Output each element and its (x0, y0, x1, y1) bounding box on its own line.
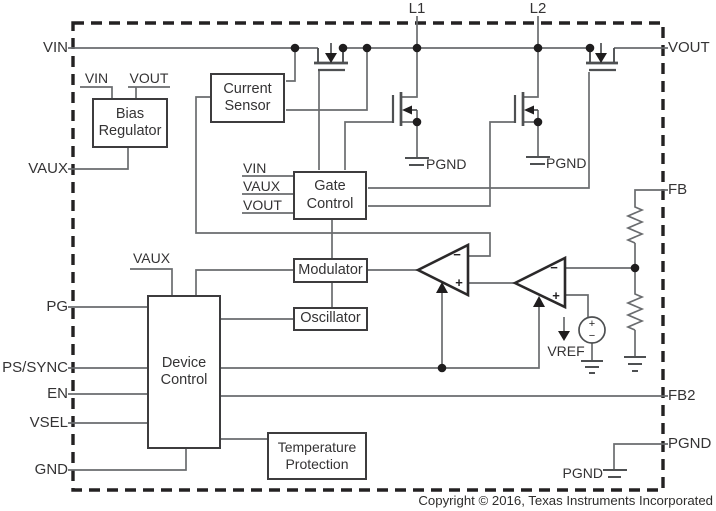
wire-device-vaux (130, 268, 173, 295)
bias-regulator-label-1: Bias (115, 105, 145, 122)
pin-fb: FB (668, 181, 688, 198)
copyright-notice: Copyright © 2016, Texas Instruments Inco… (418, 493, 713, 508)
wire-pgnd-pin (613, 443, 668, 469)
ground-fb-divider (624, 356, 646, 372)
vref-minus-sign: − (588, 330, 596, 342)
temperature-protection-label-2: Protection (285, 456, 349, 472)
device-control-label-1: Device (161, 354, 207, 371)
gate-input-vout: VOUT (243, 197, 282, 213)
wire-fetB-drain (401, 48, 418, 98)
comp2-plus-sign: + (552, 288, 560, 303)
vref-source (578, 316, 606, 344)
wire-fetC-source (523, 110, 539, 156)
pgnd-label-fetB: PGND (426, 156, 467, 172)
oscillator-label: Oscillator (300, 310, 361, 327)
fetB-low-side-switch (391, 92, 417, 126)
resistor-fb-top (625, 205, 645, 244)
wire-device-modulator (195, 269, 293, 295)
pin-vaux: VAUX (28, 160, 68, 177)
junction-dots (290, 43, 640, 373)
resistor-fb-bottom (625, 292, 645, 331)
pin-vout: VOUT (668, 39, 710, 56)
fetB-body-arrow (402, 105, 412, 115)
bias-input-vout: VOUT (129, 70, 169, 86)
pin-en: EN (47, 385, 68, 402)
wire-gate-control-inputs (242, 175, 293, 214)
ground-vref (581, 360, 603, 374)
wire-current-sense-tap1 (286, 48, 296, 82)
pin-fb2: FB2 (668, 387, 696, 404)
fetC-body-arrow (524, 105, 534, 115)
gate-control-block: Gate Control (293, 171, 367, 220)
wire-gnd-pin (68, 449, 187, 471)
bias-input-vin: VIN (84, 70, 109, 86)
current-sensor-label-2: Sensor (224, 98, 271, 114)
wire-fetC-gate (368, 121, 515, 207)
wire-vref-to-comp2 (565, 294, 589, 317)
pin-pssync: PS/SYNC (2, 359, 68, 376)
error-amplifier (512, 255, 567, 310)
wire-fetB-source (401, 110, 418, 157)
device-control-label-2: Control (160, 372, 208, 388)
pgnd-label-bottom: PGND (562, 465, 603, 481)
modulator-block: Modulator (293, 258, 368, 283)
vref-down-arrow (558, 331, 570, 341)
bias-regulator-label-2: Regulator (98, 123, 162, 139)
pin-pgnd: PGND (668, 435, 712, 452)
pin-l2: L2 (529, 0, 547, 17)
pin-l1: L1 (408, 0, 426, 17)
vref-label: VREF (547, 343, 585, 359)
gate-input-vin: VIN (243, 160, 267, 176)
pgnd-ground-fetB (405, 157, 429, 166)
temperature-protection-label-1: Temperature (277, 439, 357, 455)
fetA-body-diode (325, 53, 337, 63)
comp1-plus-sign: + (455, 275, 463, 290)
pwm-comparator (415, 242, 470, 298)
fetC-low-side-switch (513, 92, 538, 126)
gate-input-vaux: VAUX (243, 178, 281, 194)
bias-regulator-block: Bias Regulator (92, 98, 168, 148)
wire-fetB-gate (344, 121, 393, 170)
modulator-label: Modulator (298, 261, 363, 278)
fetD-body-diode (595, 53, 607, 63)
oscillator-block: Oscillator (293, 307, 368, 331)
pgnd-label-fetC: PGND (546, 155, 587, 171)
current-sensor-block: Current Sensor (210, 73, 285, 123)
device-input-vaux: VAUX (132, 250, 171, 266)
wire-fetD-gate (368, 72, 590, 189)
device-control-block: Device Control (147, 295, 221, 449)
gate-control-label-2: Control (306, 195, 354, 212)
wire-device-comparators (221, 290, 540, 369)
pgnd-ground-bottom (603, 469, 627, 478)
pgnd-ground-fetC (526, 156, 550, 165)
wire-vaux-pin (68, 148, 129, 170)
comp1-control-arrow (436, 282, 448, 293)
wire-bias-inputs (80, 86, 170, 98)
gate-control-label-1: Gate (314, 178, 346, 194)
comp1-minus-sign: − (453, 247, 461, 262)
wire-current-sense-out (195, 96, 491, 257)
pin-pg: PG (46, 298, 68, 315)
pin-gnd: GND (34, 461, 68, 478)
fetD-output-switch (586, 43, 618, 72)
pin-vin: VIN (42, 39, 68, 56)
pin-vsel: VSEL (29, 414, 68, 431)
temperature-protection-block: Temperature Protection (267, 432, 367, 480)
vref-plus-sign: + (588, 318, 596, 330)
comp2-control-arrow (533, 296, 545, 307)
wire-fetC-drain (523, 48, 539, 98)
comp2-minus-sign: − (550, 260, 558, 275)
wire-current-sense-tap2 (286, 48, 368, 111)
ic-boundary (71, 21, 665, 492)
current-sensor-label-1: Current (223, 80, 272, 97)
